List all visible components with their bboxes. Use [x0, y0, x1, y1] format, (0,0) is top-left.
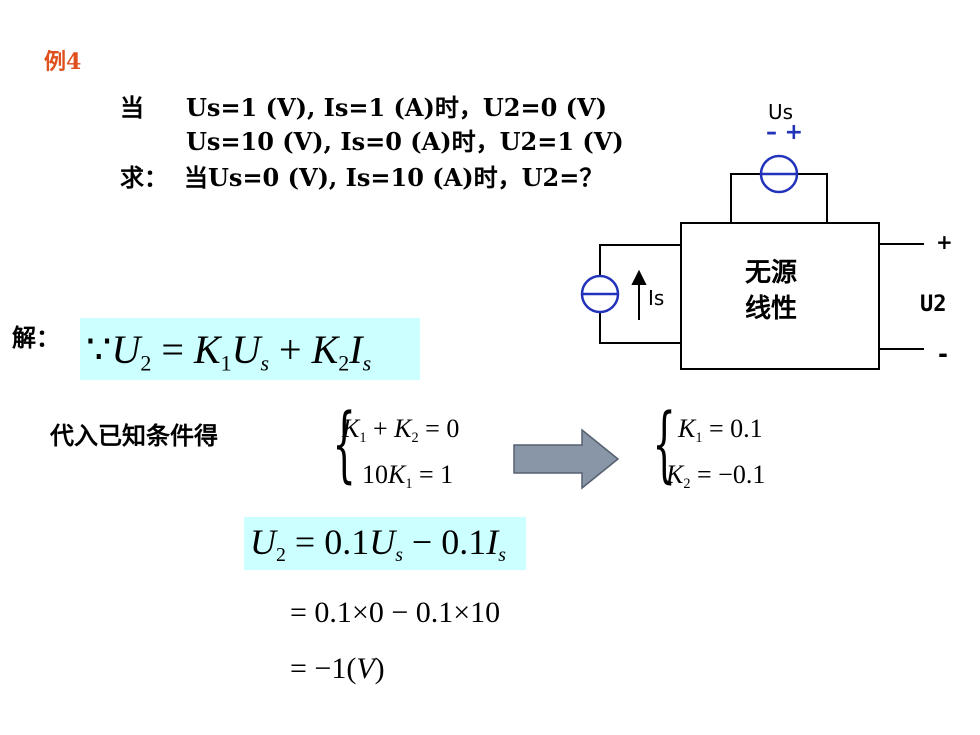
solution-label: 解：: [12, 324, 60, 352]
example-title: 例4: [44, 49, 82, 75]
passive-network-box: [680, 222, 880, 370]
voltage-source-label: Us: [768, 100, 794, 124]
solution-eq-1: K1 = 0.1: [678, 414, 763, 446]
highlight-box-1: [80, 318, 420, 380]
circuit-diagram: [580, 154, 924, 370]
system-eq-1: K1 + K2 = 0: [342, 414, 460, 446]
system-eq-2: 10K1 = 1: [362, 460, 454, 492]
calc-step-2: = −1(V): [290, 652, 385, 685]
given-line-1: Us=1 (V), Is=1 (A)时，U2=0 (V): [186, 93, 608, 122]
ask-prefix: 求：: [120, 164, 168, 192]
brace-left: {: [332, 397, 356, 492]
result-equation: U2 = 0.1Us − 0.1Is: [250, 522, 506, 566]
current-source-icon: [580, 274, 620, 314]
highlight-box-2: [244, 517, 526, 570]
calc-step-1: = 0.1×0 − 0.1×10: [290, 596, 501, 629]
output-label: U2: [920, 292, 947, 317]
voltage-source-icon: [759, 154, 799, 194]
box-label-line-1: 无源: [745, 258, 798, 288]
substitute-label: 代入已知条件得: [50, 422, 218, 450]
output-minus: -: [938, 340, 948, 368]
right-arrow-icon: [513, 428, 620, 490]
given-line-2: Us=10 (V), Is=0 (A)时，U2=1 (V): [186, 127, 624, 156]
voltage-source-polarity: – +: [766, 120, 804, 145]
brace-right: {: [652, 397, 676, 492]
current-source-label: Is: [648, 286, 665, 310]
box-label-line-2: 线性: [745, 294, 798, 324]
ask-line: 当Us=0 (V), Is=10 (A)时，U2=？: [184, 163, 604, 192]
given-prefix: 当: [120, 94, 144, 122]
current-arrow-icon: [631, 269, 647, 320]
output-plus: +: [936, 230, 953, 254]
solution-eq-2: K2 = −0.1: [666, 460, 766, 492]
linearity-equation: ∵U2 = K1Us + K2Is: [86, 327, 372, 376]
